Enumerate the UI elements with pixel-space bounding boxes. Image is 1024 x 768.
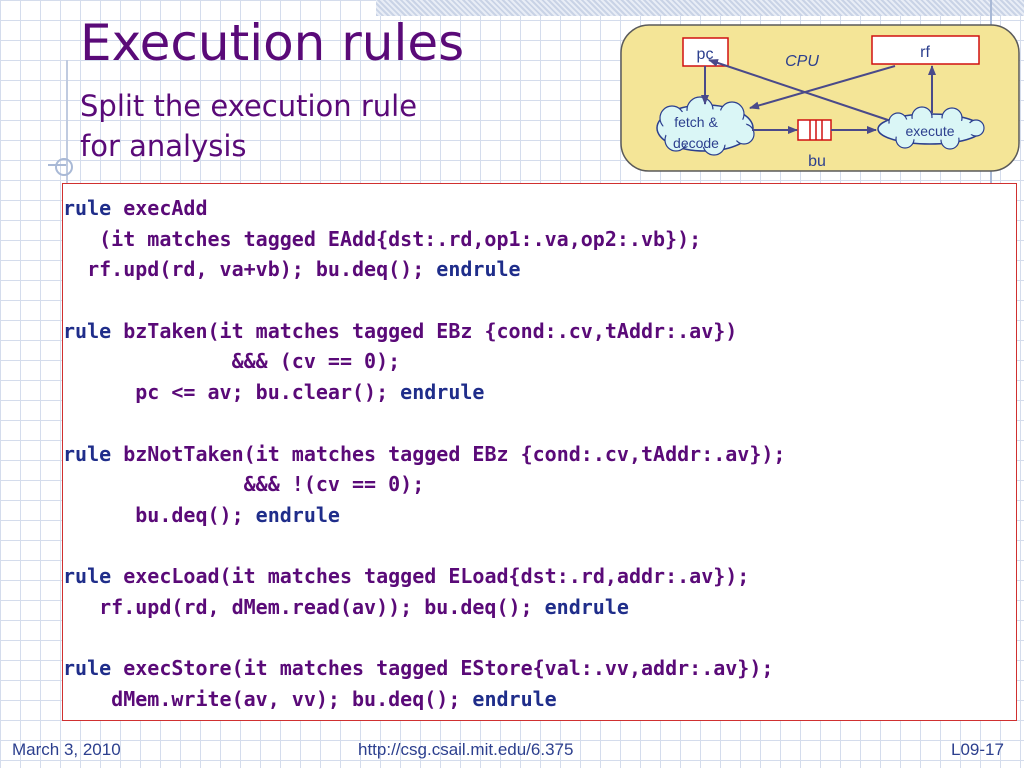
- fetch-label-line-2: decode: [673, 135, 719, 151]
- code-line: pc <= av; bu.clear(); endrule: [63, 377, 1016, 408]
- pc-label: pc: [697, 46, 714, 63]
- subtitle-line-1: Split the execution rule: [80, 89, 418, 123]
- bu-fifo-icon: [797, 119, 832, 141]
- code-text: pc <= av; bu.clear();: [63, 380, 401, 405]
- rf-label: rf: [920, 44, 930, 61]
- arrow-execute-to-pc: [708, 59, 889, 121]
- fetch-decode-cloud: [656, 96, 755, 156]
- code-keyword: endrule: [472, 687, 557, 711]
- pc-register: [682, 37, 729, 67]
- cpu-diagram: pc rf CPU fetch & decode execute bu: [620, 24, 1020, 172]
- execute-label: execute: [905, 123, 954, 139]
- code-keyword: endrule: [400, 380, 485, 405]
- code-keyword: endrule: [255, 502, 340, 527]
- code-line: rf.upd(rd, dMem.read(av)); bu.deq(); end…: [63, 592, 1016, 623]
- arrow-rf-to-fetch: [749, 65, 896, 110]
- code-text: rf.upd(rd, va+vb); bu.deq();: [63, 257, 437, 282]
- code-keyword: rule: [63, 564, 124, 589]
- code-line: &&& (cv == 0);: [63, 346, 1016, 377]
- execute-cloud: [877, 106, 985, 150]
- code-line: rule execStore(it matches tagged EStore{…: [63, 653, 1016, 684]
- code-keyword: rule: [63, 656, 124, 681]
- code-line: rule execAdd: [63, 193, 1016, 224]
- code-line: bu.deq(); endrule: [63, 500, 1016, 531]
- code-text: bzTaken(it matches tagged EBz {cond:.cv,…: [123, 318, 738, 343]
- footer-date: March 3, 2010: [12, 740, 121, 759]
- code-text: (it matches tagged EAdd{dst:.rd,op1:.va,…: [63, 226, 702, 251]
- subtitle-line-2: for analysis: [80, 129, 247, 163]
- code-text: execStore(it matches tagged EStore{val:.…: [123, 656, 774, 681]
- code-line: &&& !(cv == 0);: [63, 469, 1016, 500]
- slide-title: Execution rules: [80, 14, 465, 72]
- bu-label: bu: [808, 153, 826, 170]
- code-keyword: rule: [63, 441, 124, 466]
- code-line: rule bzNotTaken(it matches tagged EBz {c…: [63, 439, 1016, 470]
- code-text: execLoad(it matches tagged ELoad{dst:.rd…: [123, 564, 750, 589]
- code-line: [63, 623, 1016, 654]
- code-text: execAdd: [123, 196, 208, 220]
- code-text: rf.upd(rd, dMem.read(av)); bu.deq();: [63, 594, 545, 619]
- code-keyword: endrule: [436, 257, 521, 282]
- footer-slide-number: L09-17: [951, 740, 1004, 759]
- code-text: bu.deq();: [63, 502, 256, 527]
- code-line: rule execLoad(it matches tagged ELoad{ds…: [63, 561, 1016, 592]
- top-decorative-band: [376, 0, 1024, 16]
- code-line: dMem.write(av, vv); bu.deq(); endrule: [63, 684, 1016, 715]
- footer-url[interactable]: http://csg.csail.mit.edu/6.375: [358, 740, 574, 759]
- code-line: rule bzTaken(it matches tagged EBz {cond…: [63, 316, 1016, 347]
- code-keyword: rule: [63, 196, 124, 220]
- code-listing: rule execAdd (it matches tagged EAdd{dst…: [62, 183, 1017, 721]
- fetch-label-line-1: fetch &: [674, 114, 718, 130]
- code-line: [63, 408, 1016, 439]
- code-text: &&& (cv == 0);: [63, 349, 401, 374]
- code-keyword: endrule: [544, 594, 629, 619]
- code-line: [63, 531, 1016, 562]
- decorative-circle: [55, 158, 73, 176]
- code-line: [63, 285, 1016, 316]
- code-text: bzNotTaken(it matches tagged EBz {cond:.…: [123, 441, 786, 466]
- cpu-label: CPU: [785, 53, 819, 70]
- code-line: rf.upd(rd, va+vb); bu.deq(); endrule: [63, 254, 1016, 285]
- slide-subtitle: Split the execution rule for analysis: [80, 86, 500, 166]
- code-text: &&& !(cv == 0);: [63, 472, 425, 497]
- rf-register: [871, 35, 980, 65]
- code-text: dMem.write(av, vv); bu.deq();: [63, 687, 473, 711]
- code-line: (it matches tagged EAdd{dst:.rd,op1:.va,…: [63, 224, 1016, 255]
- code-keyword: rule: [63, 318, 124, 343]
